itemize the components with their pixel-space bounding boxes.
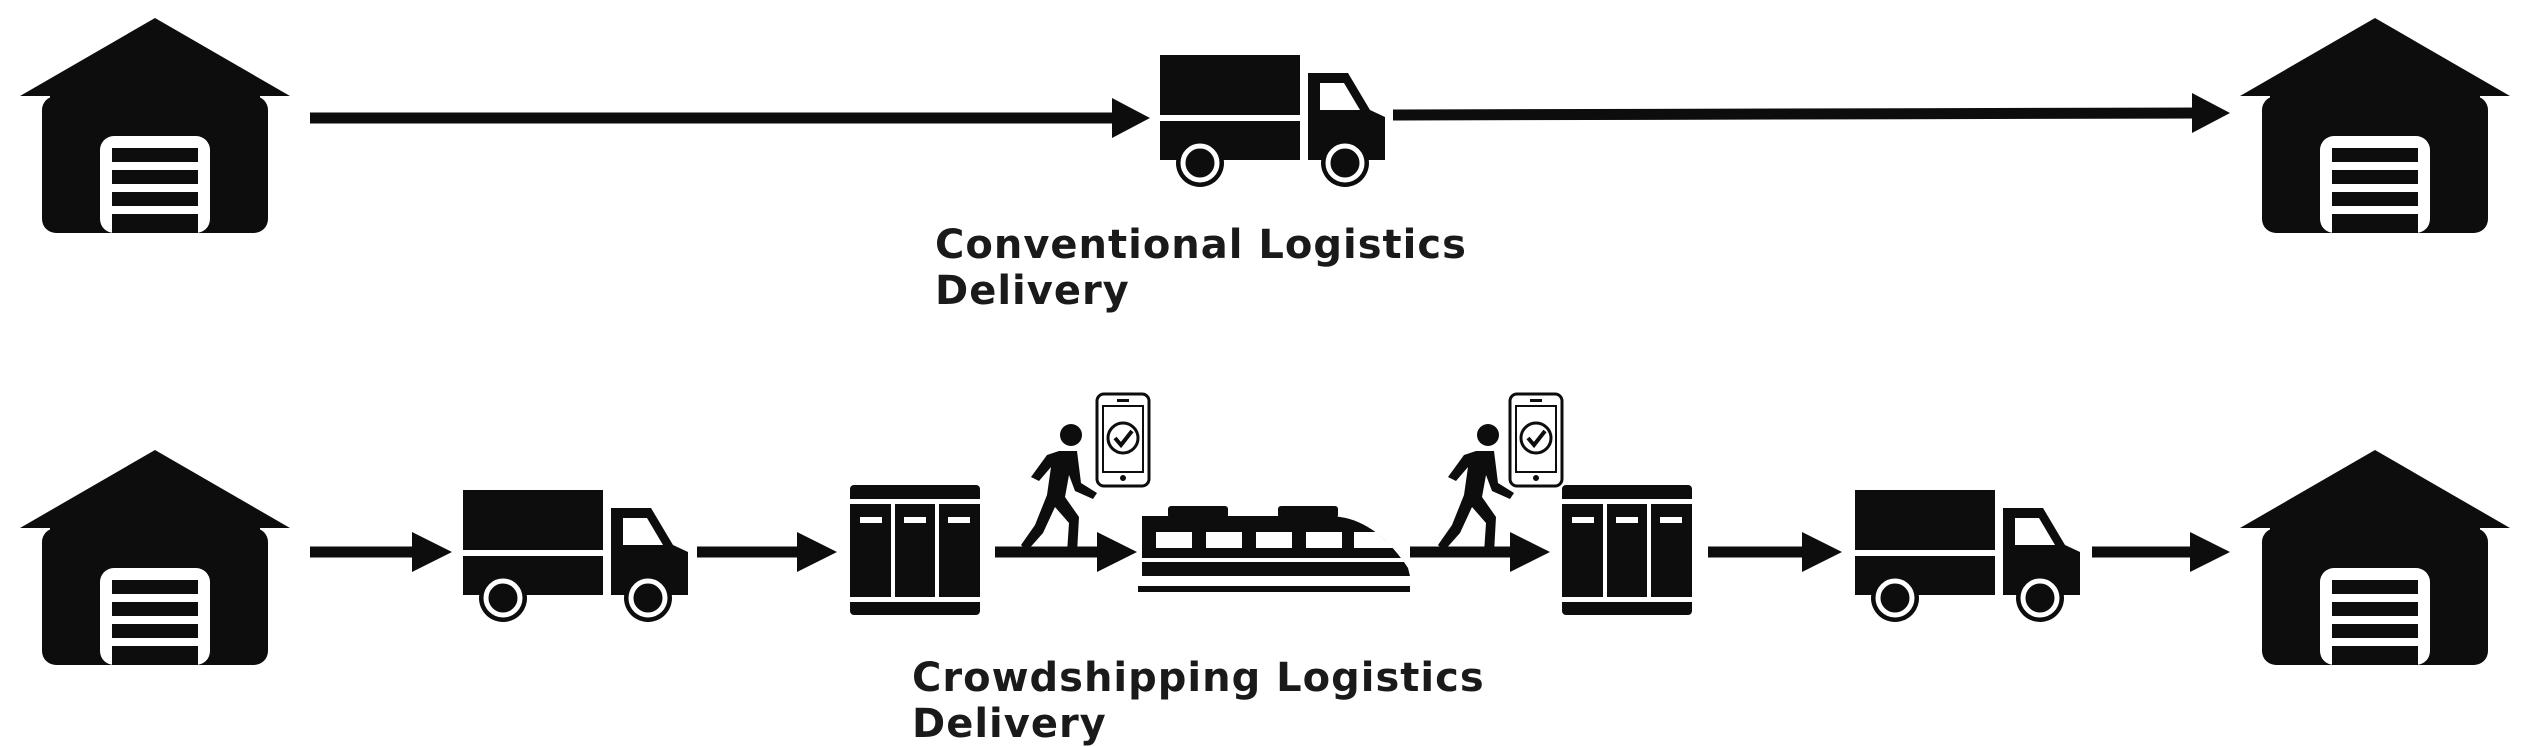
truck-icon bbox=[1160, 55, 1385, 187]
truck-icon bbox=[463, 490, 688, 622]
smartphone-check-icon bbox=[1508, 392, 1564, 488]
arrow bbox=[310, 532, 452, 572]
warehouse-icon bbox=[20, 450, 290, 665]
train-icon bbox=[1138, 506, 1410, 592]
parcel-locker-icon bbox=[1562, 485, 1692, 615]
arrow bbox=[310, 98, 1150, 138]
warehouse-icon bbox=[2240, 450, 2510, 665]
warehouse-icon bbox=[20, 18, 290, 233]
parcel-locker-icon bbox=[850, 485, 980, 615]
warehouse-icon bbox=[2240, 18, 2510, 233]
conventional-delivery-caption: Conventional Logistics Delivery bbox=[935, 222, 1467, 314]
arrow bbox=[995, 532, 1137, 572]
walking-person-icon bbox=[1021, 424, 1097, 553]
arrow bbox=[2092, 532, 2230, 572]
arrow bbox=[1392, 93, 2230, 133]
arrow bbox=[1410, 532, 1550, 572]
arrow bbox=[697, 532, 837, 572]
walking-person-icon bbox=[1438, 424, 1514, 553]
crowdshipping-delivery-caption: Crowdshipping Logistics Delivery bbox=[912, 655, 1485, 747]
smartphone-check-icon bbox=[1095, 392, 1151, 488]
arrow bbox=[1708, 532, 1842, 572]
truck-icon bbox=[1855, 490, 2080, 622]
